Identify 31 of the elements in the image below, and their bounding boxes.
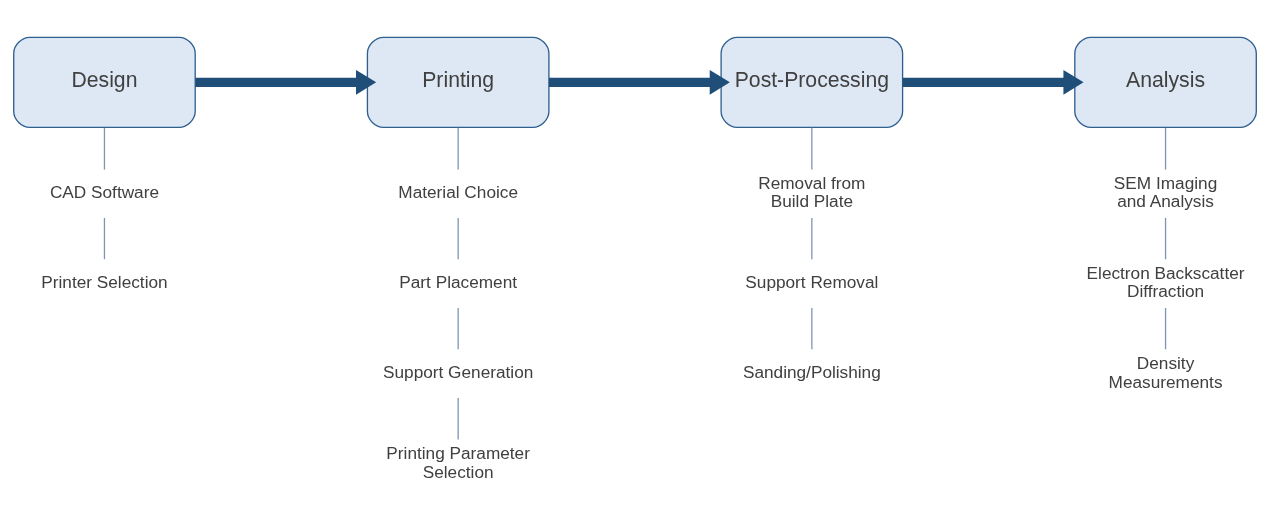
node-text: Electron Backscatter Diffraction [1086,262,1245,301]
connector [1164,126,1167,170]
node-text: SEM Imaging and Analysis [1113,172,1218,211]
connector [811,216,813,260]
node-text: Removal from Build Plate [758,172,866,211]
arrow [549,69,730,95]
node-text: Density Measurements [1108,352,1223,392]
node-box: Design [13,36,196,128]
connector [457,396,459,440]
connector [811,306,813,350]
node-box: Post-Processing [720,36,904,128]
node-box: Printing [366,36,550,128]
arrow [902,69,1084,95]
connector [457,216,459,260]
connector [1164,216,1167,260]
node-box: Analysis [1074,36,1257,128]
node-text: Material Choice [398,181,518,202]
connector [457,306,459,350]
node-text: Sanding/Polishing [742,361,881,382]
node-text: Printer Selection [41,271,168,292]
arrow [195,69,377,95]
node-text: Support Generation [383,361,534,382]
node-text: Support Removal [745,271,879,292]
node-text: Printing Parameter Selection [386,442,530,482]
connector [457,126,459,170]
node-text: CAD Software [49,181,160,202]
connector [103,126,106,170]
node-text: Part Placement [399,271,518,292]
connector [811,126,813,170]
connector [103,216,106,260]
connector [1164,306,1167,350]
